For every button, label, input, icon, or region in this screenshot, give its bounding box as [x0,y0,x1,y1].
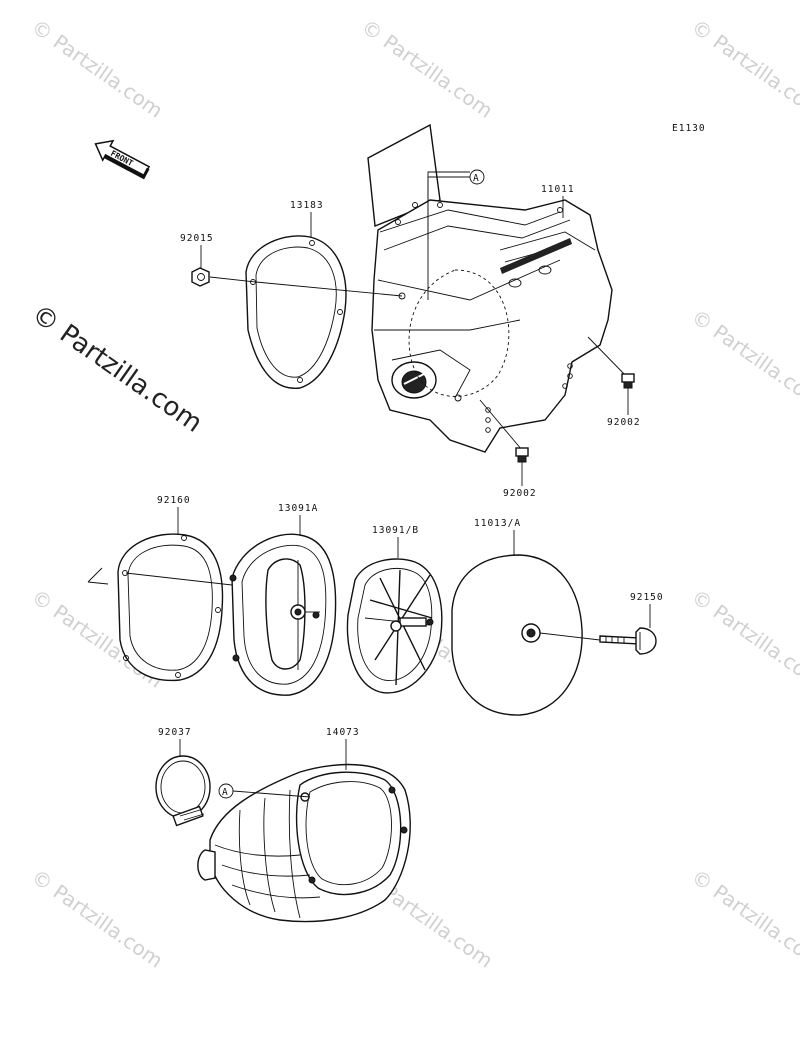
part-label-92002-right: 92002 [607,388,641,428]
watermark: © Partzilla.com [27,864,167,972]
holder-13091b [346,558,443,694]
gasket-92160 [117,533,224,682]
part-number: 14073 [326,727,360,738]
diagram-code: E1130 [672,123,706,134]
part-label-92015: 92015 [180,233,214,268]
part-label-13091b: 13091/B [372,525,419,558]
watermark: © Partzilla.com [687,14,800,122]
part-label-92037: 92037 [158,727,192,756]
duct-14073 [197,763,411,923]
air-cleaner-housing [367,123,613,453]
part-label-11013a: 11013/A [474,518,521,556]
part-number: 92150 [630,592,664,603]
watermark: © Partzilla.com [687,864,800,972]
part-number: 13091/B [372,525,419,536]
part-label-92160: 92160 [157,495,191,534]
callout-a-label: A [473,173,480,184]
part-number: 11011 [541,184,575,195]
watermark: © Partzilla.com [687,584,800,692]
screw-92002-bottom [479,399,529,463]
watermark: © Partzilla.com [357,14,497,122]
part-number: 13183 [290,200,324,211]
part-label-92150: 92150 [630,592,664,628]
part-label-14073: 14073 [326,727,360,770]
callout-a-top: A [427,169,485,300]
part-label-11011: 11011 [541,184,575,218]
filter-element-11013a [451,554,583,716]
nut-92015 [191,267,257,287]
part-label-92002-bottom: 92002 [503,462,537,499]
wing-bolt-92150 [539,627,657,655]
callout-a-bottom: A [218,783,311,799]
front-arrow-icon: FRONT [94,139,151,180]
part-number: 92002 [503,488,537,499]
holder-13091a [229,533,337,696]
callout-a-label: A [222,787,229,798]
part-number: 92037 [158,727,192,738]
gasket-13183 [245,235,347,389]
part-number: 13091A [278,503,318,514]
watermark-main: © Partzilla.com [26,299,208,439]
part-number: 92002 [607,417,641,428]
watermark: © Partzilla.com [27,14,167,122]
part-label-13183: 13183 [290,200,324,238]
part-number: 11013/A [474,518,521,529]
part-number: 92015 [180,233,214,244]
clamp-92037 [155,755,211,827]
part-label-13091a: 13091A [278,503,318,536]
watermark: © Partzilla.com [687,304,800,412]
part-number: 92160 [157,495,191,506]
screw-92002-right [587,336,635,389]
